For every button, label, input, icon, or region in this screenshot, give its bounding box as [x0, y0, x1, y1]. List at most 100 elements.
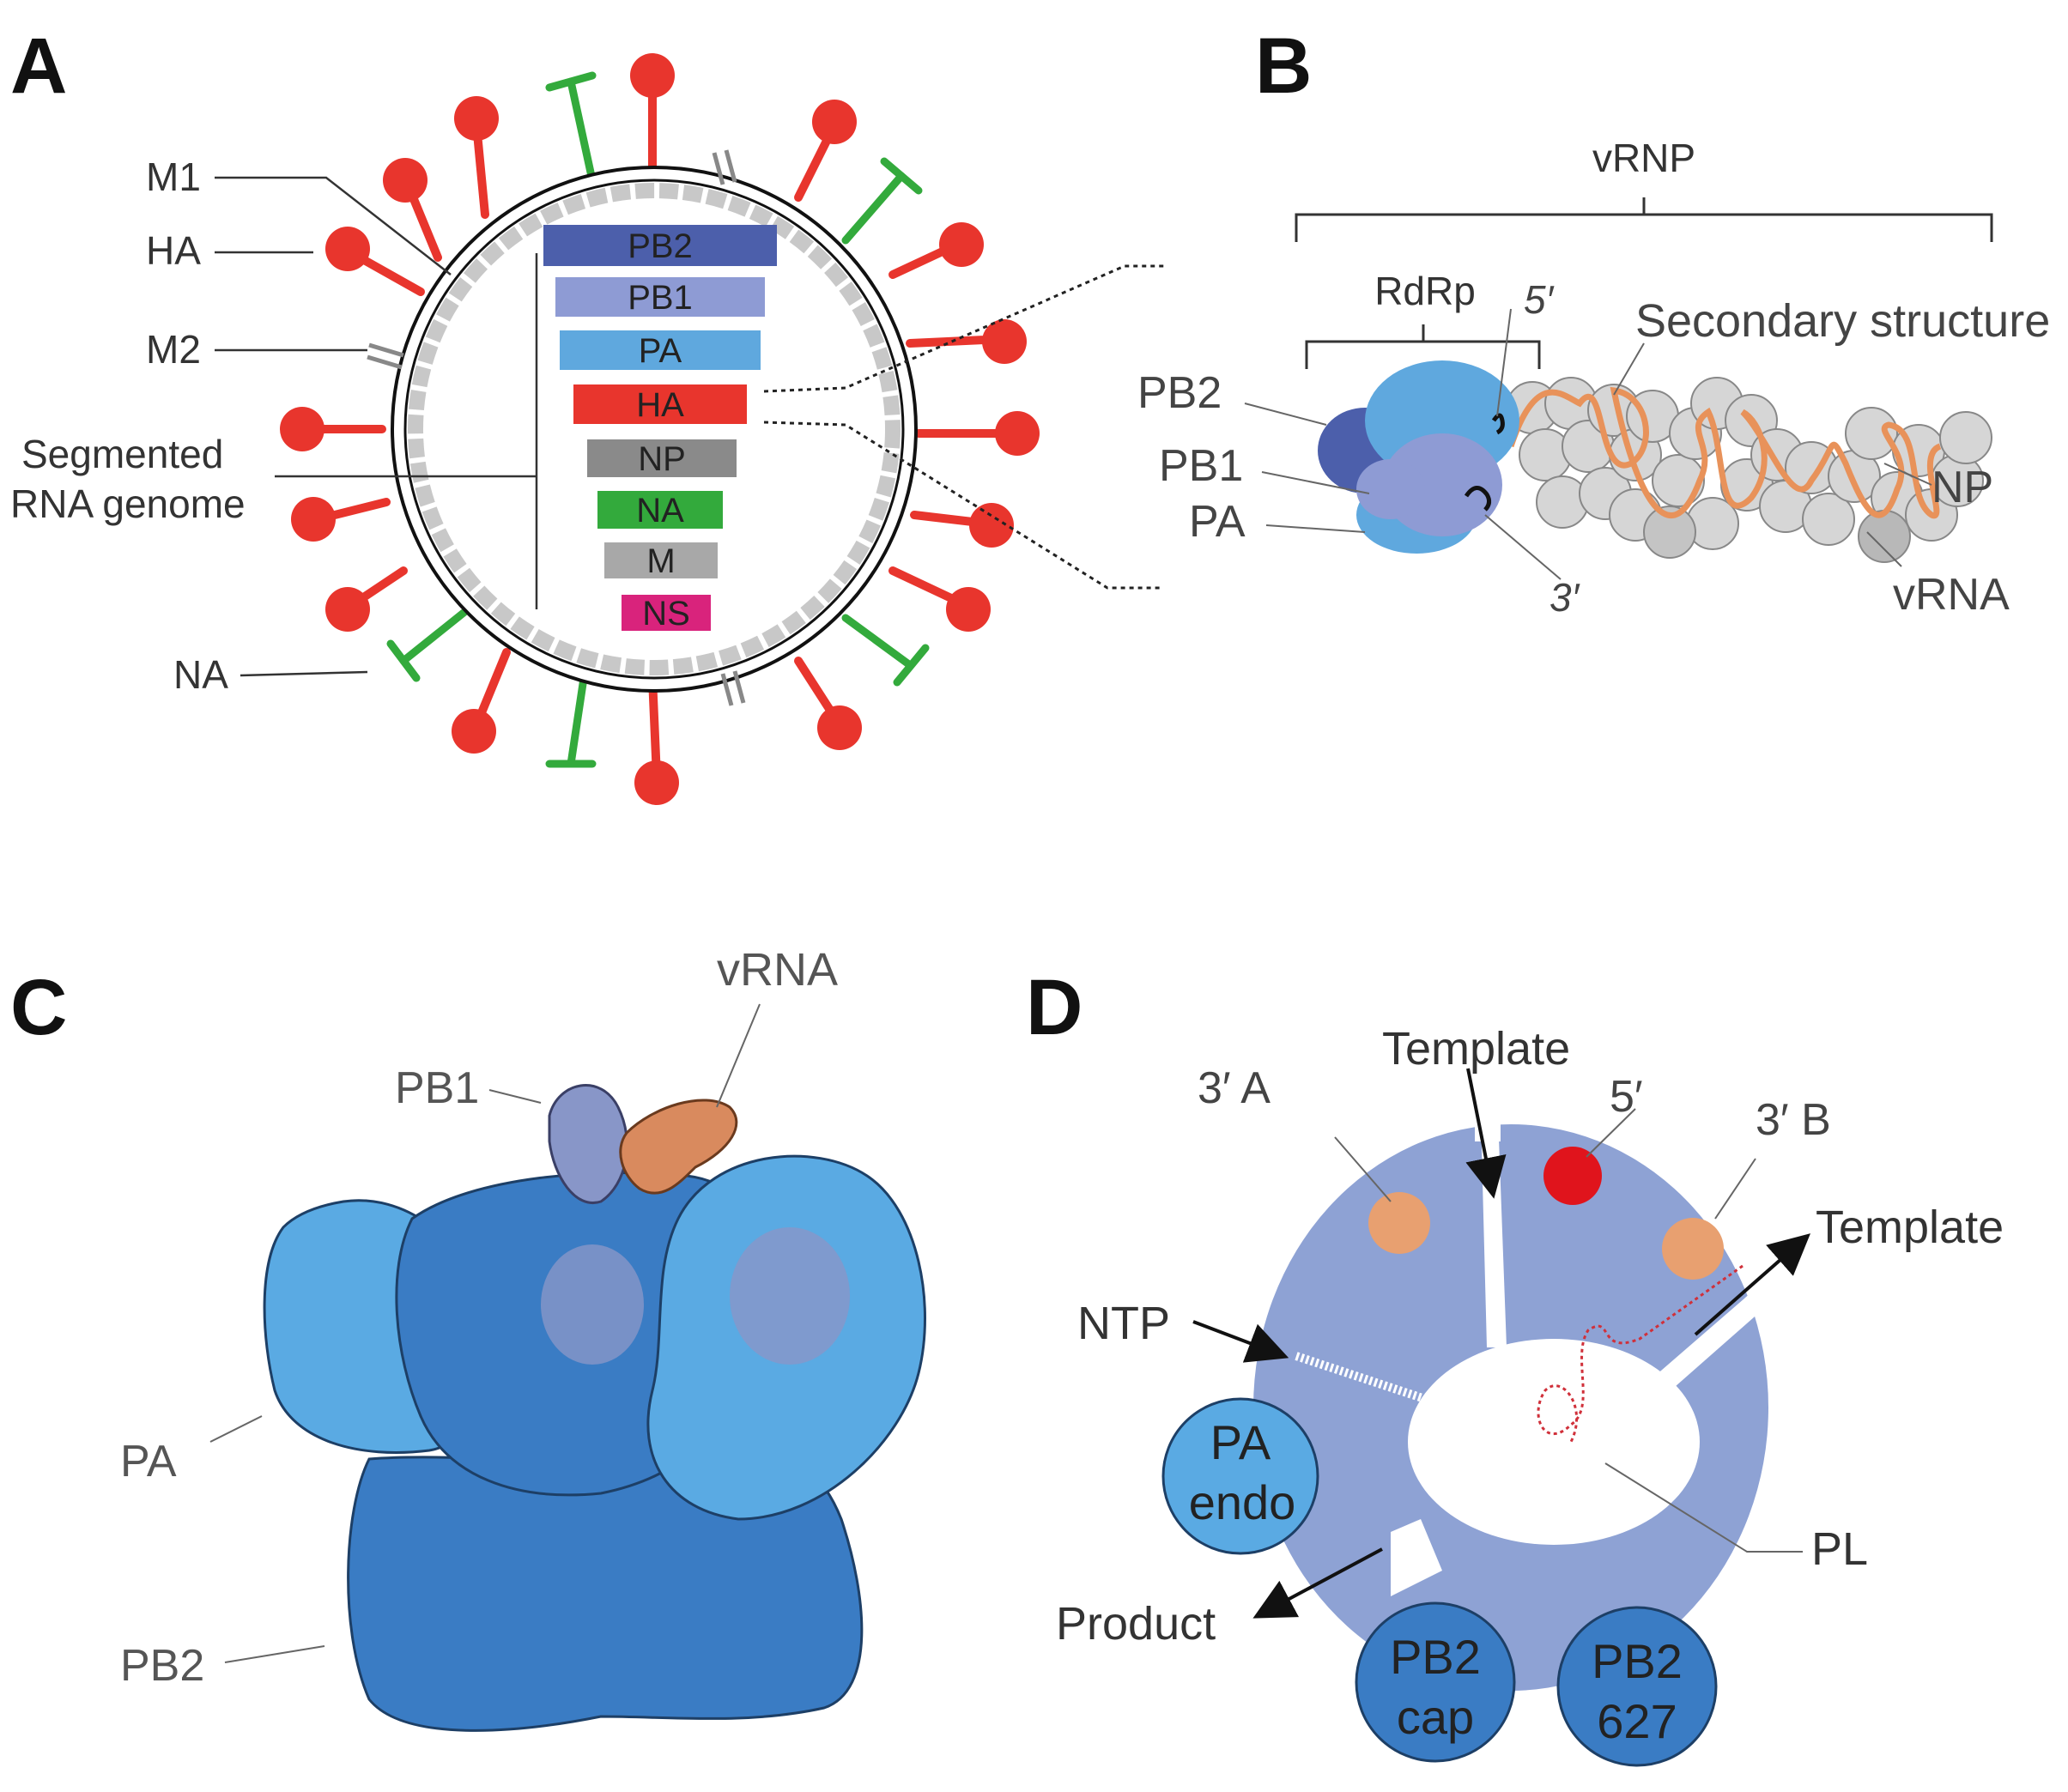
na-spikes: [386, 71, 930, 768]
pa-endo-label-2: endo: [1189, 1475, 1296, 1529]
zoom-line-top: [763, 264, 1167, 393]
three-b-leader: [1714, 1158, 1756, 1220]
segment-ha-label: HA: [636, 386, 684, 424]
ha-label: HA: [146, 228, 201, 273]
product-label: Product: [1056, 1598, 1216, 1650]
five-prime-end: [1491, 413, 1505, 435]
pb2-cap-label-2: cap: [1397, 1690, 1474, 1744]
template-entry-arrow: [1465, 1068, 1507, 1199]
five-prime-leader-d: [1586, 1108, 1636, 1158]
pa-endo-label-1: PA: [1210, 1415, 1271, 1469]
five-prime-site: [1543, 1147, 1602, 1205]
three-prime-a-site: [1368, 1192, 1430, 1254]
pl-label: PL: [1811, 1523, 1868, 1575]
viral-envelope: [391, 166, 918, 693]
three-b-label: 3′ B: [1756, 1095, 1831, 1145]
vrna-leader-c: [716, 1003, 761, 1108]
pb2-leader-c: [224, 1645, 325, 1663]
lipid-bilayer-inner: [403, 179, 905, 680]
pb2-leader: [1244, 403, 1327, 426]
panel-d: D PA endo PB2 cap PB2 627: [1026, 964, 2004, 1767]
ntp-label: NTP: [1077, 1298, 1170, 1349]
pb1-patch-b: [730, 1227, 850, 1365]
panel-c-letter: C: [10, 964, 67, 1051]
pa-endo-domain: [1161, 1397, 1319, 1555]
panel-a-letter: A: [10, 22, 67, 110]
template-top-label: Template: [1382, 1023, 1570, 1075]
pa-leader-c: [209, 1415, 263, 1443]
segment-pb1: [555, 277, 765, 317]
three-a-leader: [1334, 1136, 1392, 1202]
vrna-label-c: vRNA: [717, 944, 838, 996]
pb1-label-c: PB1: [395, 1063, 479, 1113]
template-right-label: Template: [1816, 1202, 2004, 1253]
segment-na: [597, 491, 723, 529]
na-leader: [240, 670, 368, 677]
pl-leader: [1604, 1462, 1803, 1553]
pb2-label-c: PB2: [120, 1641, 204, 1691]
segment-np: [587, 439, 737, 477]
three-a-label: 3′ A: [1198, 1063, 1271, 1113]
panel-c: C vRNA PB1 PA PB2: [10, 944, 926, 1732]
template-rna: [1537, 1264, 1744, 1443]
pb1-leader-c: [488, 1089, 542, 1104]
zoom-line-bottom: [763, 421, 1163, 590]
genome-label-line2: RNA genome: [10, 481, 246, 526]
vrnp-label: vRNP: [1592, 136, 1695, 180]
np-label: NP: [1932, 463, 1993, 512]
segment-pa: [560, 330, 761, 370]
ntp-arrow: [1192, 1320, 1289, 1363]
rna-segments: PB2 PB1 PA HA NP NA M NS: [543, 225, 777, 633]
panel-b-letter: B: [1255, 22, 1312, 110]
three-prime-leader: [1484, 514, 1562, 580]
five-prime-label: 5′: [1524, 277, 1555, 322]
panel-b: B vRNP RdRp: [1137, 22, 2050, 620]
m2-label: M2: [146, 327, 201, 372]
secondary-structure-label: Secondary structure: [1635, 295, 2050, 347]
three-prime-b-site: [1662, 1218, 1724, 1280]
pb1-leader: [1261, 471, 1370, 494]
pa-label: PA: [1189, 497, 1246, 547]
pb2-627-label-2: 627: [1597, 1694, 1677, 1748]
na-label: NA: [173, 652, 228, 697]
segment-ha: [573, 384, 747, 424]
rdrp-label: RdRp: [1374, 269, 1476, 313]
five-prime-label-d: 5′: [1610, 1072, 1643, 1122]
segment-pb1-label: PB1: [628, 279, 693, 317]
segment-np-label: NP: [638, 440, 686, 478]
vrna-leader: [1866, 531, 1902, 567]
ha-spikes: [280, 53, 1040, 805]
segment-na-label: NA: [636, 492, 684, 530]
m1-leader: [215, 176, 452, 275]
pb2-627-domain: [1556, 1606, 1718, 1767]
product-arrow: [1252, 1547, 1383, 1619]
panel-d-letter: D: [1026, 964, 1083, 1051]
panel-a: A: [10, 22, 1167, 805]
pa-label-c: PA: [120, 1437, 177, 1486]
active-site-cavity: [1408, 1339, 1700, 1545]
template-exit-channel: [1648, 1270, 1790, 1399]
secondary-leader: [1613, 342, 1645, 396]
segment-ns: [622, 595, 711, 631]
vrna-structure: [619, 1099, 738, 1195]
product-channel: [1391, 1519, 1442, 1596]
pb2-cap-label-1: PB2: [1390, 1630, 1481, 1684]
m2-channels: [367, 149, 746, 706]
m1-layer: [408, 183, 901, 675]
three-prime-end: [1464, 486, 1492, 512]
vrnp-bracket: [1295, 213, 1993, 242]
genome-label-line1: Segmented: [21, 432, 223, 476]
rdrp-complex: [1318, 360, 1519, 554]
template-exit-arrow: [1694, 1233, 1811, 1336]
pb1-patch-a: [541, 1244, 644, 1365]
five-prime-leader: [1496, 308, 1512, 417]
three-prime-label: 3′: [1549, 575, 1580, 620]
np-leader: [1883, 463, 1932, 486]
pb2-cap-domain: [1355, 1601, 1516, 1763]
segment-pb2-label: PB2: [628, 227, 693, 265]
pb2-627-label-1: PB2: [1592, 1634, 1683, 1688]
pa-leader: [1265, 524, 1366, 533]
m1-label: M1: [146, 154, 201, 199]
pb1-label: PB1: [1159, 441, 1243, 491]
vrna-strand: [1507, 386, 1942, 519]
